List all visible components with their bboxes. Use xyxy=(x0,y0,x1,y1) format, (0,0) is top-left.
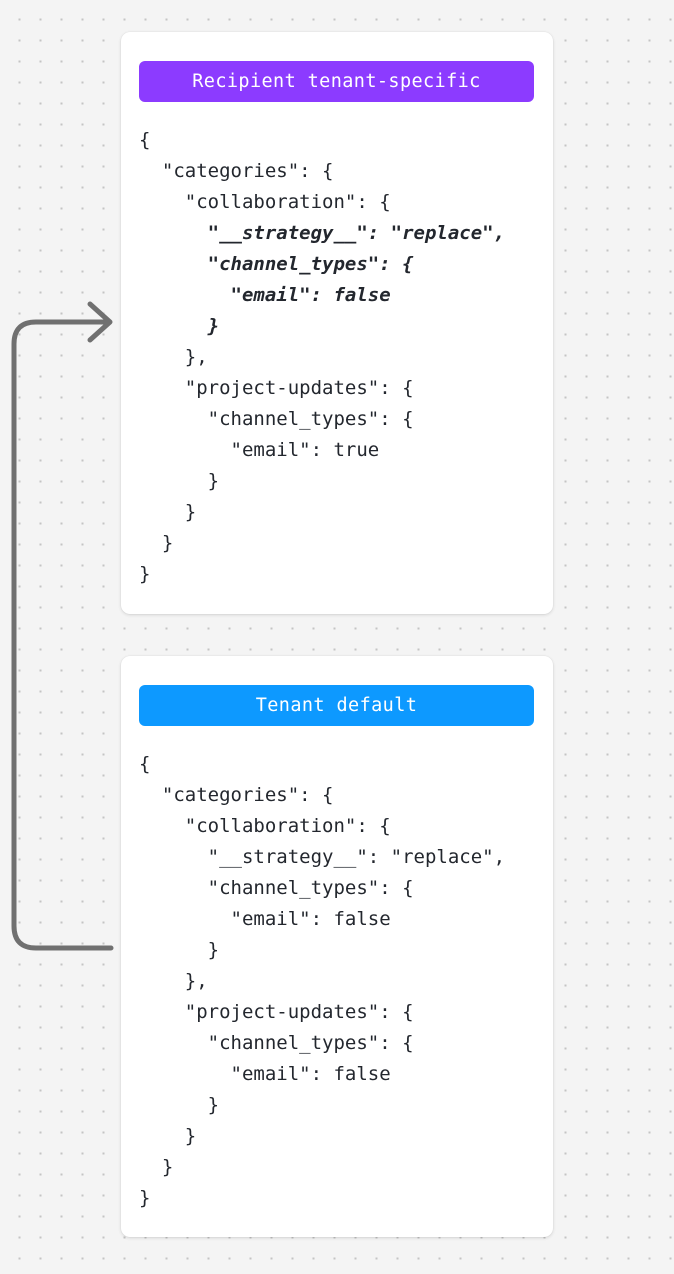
code-line: "categories": { xyxy=(139,160,334,182)
badge-recipient-tenant-specific: Recipient tenant-specific xyxy=(139,61,534,102)
badge-tenant-default: Tenant default xyxy=(139,685,534,726)
code-line: "email": true xyxy=(139,439,380,461)
code-line: "channel_types": { xyxy=(139,253,414,275)
code-line: } xyxy=(139,563,151,585)
code-line: } xyxy=(139,501,197,523)
code-block-recipient-tenant-specific: { "categories": { "collaboration": { "__… xyxy=(139,125,545,590)
code-line: "collaboration": { xyxy=(139,815,391,837)
code-line: "email": false xyxy=(139,908,391,930)
code-line: }, xyxy=(139,346,208,368)
merge-arrow-path xyxy=(11,319,114,951)
code-line: { xyxy=(139,129,151,151)
code-line: } xyxy=(139,532,174,554)
code-line: } xyxy=(139,315,220,337)
code-line: } xyxy=(139,1187,151,1209)
card-tenant-default: Tenant default { "categories": { "collab… xyxy=(121,656,553,1237)
code-line: "email": false xyxy=(139,1063,391,1085)
code-line: }, xyxy=(139,970,208,992)
code-line: } xyxy=(139,1094,220,1116)
code-line: "__strategy__": "replace", xyxy=(139,222,506,244)
code-line: "project-updates": { xyxy=(139,377,414,399)
code-line: "collaboration": { xyxy=(139,191,391,213)
code-block-tenant-default: { "categories": { "collaboration": { "__… xyxy=(139,749,545,1214)
code-line: "channel_types": { xyxy=(139,408,414,430)
code-line: "project-updates": { xyxy=(139,1001,414,1023)
card-recipient-tenant-specific: Recipient tenant-specific { "categories"… xyxy=(121,32,553,614)
merge-arrow-head-icon xyxy=(87,301,113,343)
code-line: } xyxy=(139,470,220,492)
code-line: } xyxy=(139,1156,174,1178)
code-line: "categories": { xyxy=(139,784,334,806)
code-line: { xyxy=(139,753,151,775)
badge-label: Recipient tenant-specific xyxy=(192,71,481,92)
code-line: "__strategy__": "replace", xyxy=(139,846,506,868)
code-line: } xyxy=(139,1125,197,1147)
badge-label: Tenant default xyxy=(255,695,418,716)
code-line: } xyxy=(139,939,220,961)
code-line: "channel_types": { xyxy=(139,1032,414,1054)
code-line: "channel_types": { xyxy=(139,877,414,899)
code-line: "email": false xyxy=(139,284,391,306)
